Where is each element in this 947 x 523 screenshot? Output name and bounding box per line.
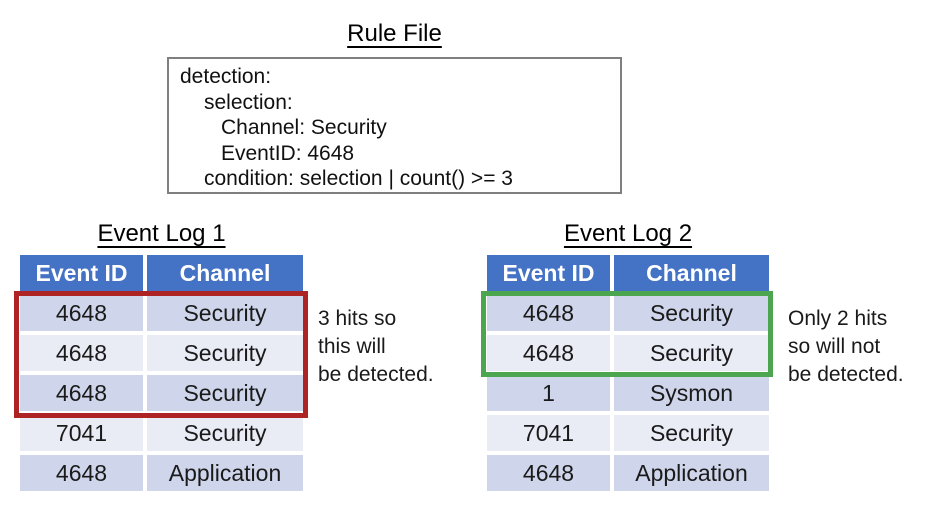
rule-file-box: detection: selection: Channel: Security … <box>167 57 622 194</box>
table1-row4-event-id: 7041 <box>20 415 143 451</box>
caption2-line3: be detected. <box>788 363 904 386</box>
table1-header-event-id: Event ID <box>20 255 143 291</box>
table2-row4-channel: Security <box>614 415 769 451</box>
event-log-2-table: Event ID Channel 4648 Security 4648 Secu… <box>487 255 769 491</box>
table1-row1-channel: Security <box>147 295 303 331</box>
rule-line-selection: selection: <box>204 90 293 114</box>
rule-line-channel: Channel: Security <box>221 116 387 139</box>
table2-row5-channel: Application <box>614 455 769 491</box>
event-log-1-title: Event Log 1 <box>97 220 226 247</box>
table2-row3-channel: Sysmon <box>614 375 769 411</box>
table2-header-channel: Channel <box>614 255 769 291</box>
event-log-1-caption: 3 hits so this will be detected. <box>318 305 434 389</box>
table1-row5-channel: Application <box>147 455 303 491</box>
rule-file-title: Rule File <box>347 20 442 47</box>
table2-row1-channel: Security <box>614 295 769 331</box>
table2-header-event-id: Event ID <box>487 255 610 291</box>
rule-line-eventid: EventID: 4648 <box>221 141 355 165</box>
caption1-line2: this will <box>318 335 386 358</box>
table2-row5-event-id: 4648 <box>487 455 610 491</box>
caption2-line2: so will not <box>788 335 881 358</box>
table1-row1-event-id: 4648 <box>20 295 143 331</box>
table1-row4-channel: Security <box>147 415 303 451</box>
table2-row1-event-id: 4648 <box>487 295 610 331</box>
event-log-2-title: Event Log 2 <box>563 220 693 247</box>
caption1-line1: 3 hits so <box>318 307 397 330</box>
table2-row3-event-id: 1 <box>487 375 610 411</box>
rule-line-detection: detection: <box>180 65 272 88</box>
event-log-2-caption: Only 2 hits so will not be detected. <box>788 305 904 389</box>
table1-row2-channel: Security <box>147 335 303 371</box>
caption2-line1: Only 2 hits <box>788 307 888 330</box>
caption1-line3: be detected. <box>318 363 434 386</box>
rule-line-condition: condition: selection | count() >= 3 <box>204 167 513 190</box>
table2-row4-event-id: 7041 <box>487 415 610 451</box>
table2-row2-event-id: 4648 <box>487 335 610 371</box>
table1-row2-event-id: 4648 <box>20 335 143 371</box>
table1-row5-event-id: 4648 <box>20 455 143 491</box>
event-log-1-table: Event ID Channel 4648 Security 4648 Secu… <box>20 255 303 491</box>
table1-row3-event-id: 4648 <box>20 375 143 411</box>
table2-row2-channel: Security <box>614 335 769 371</box>
table1-row3-channel: Security <box>147 375 303 411</box>
table1-header-channel: Channel <box>147 255 303 291</box>
